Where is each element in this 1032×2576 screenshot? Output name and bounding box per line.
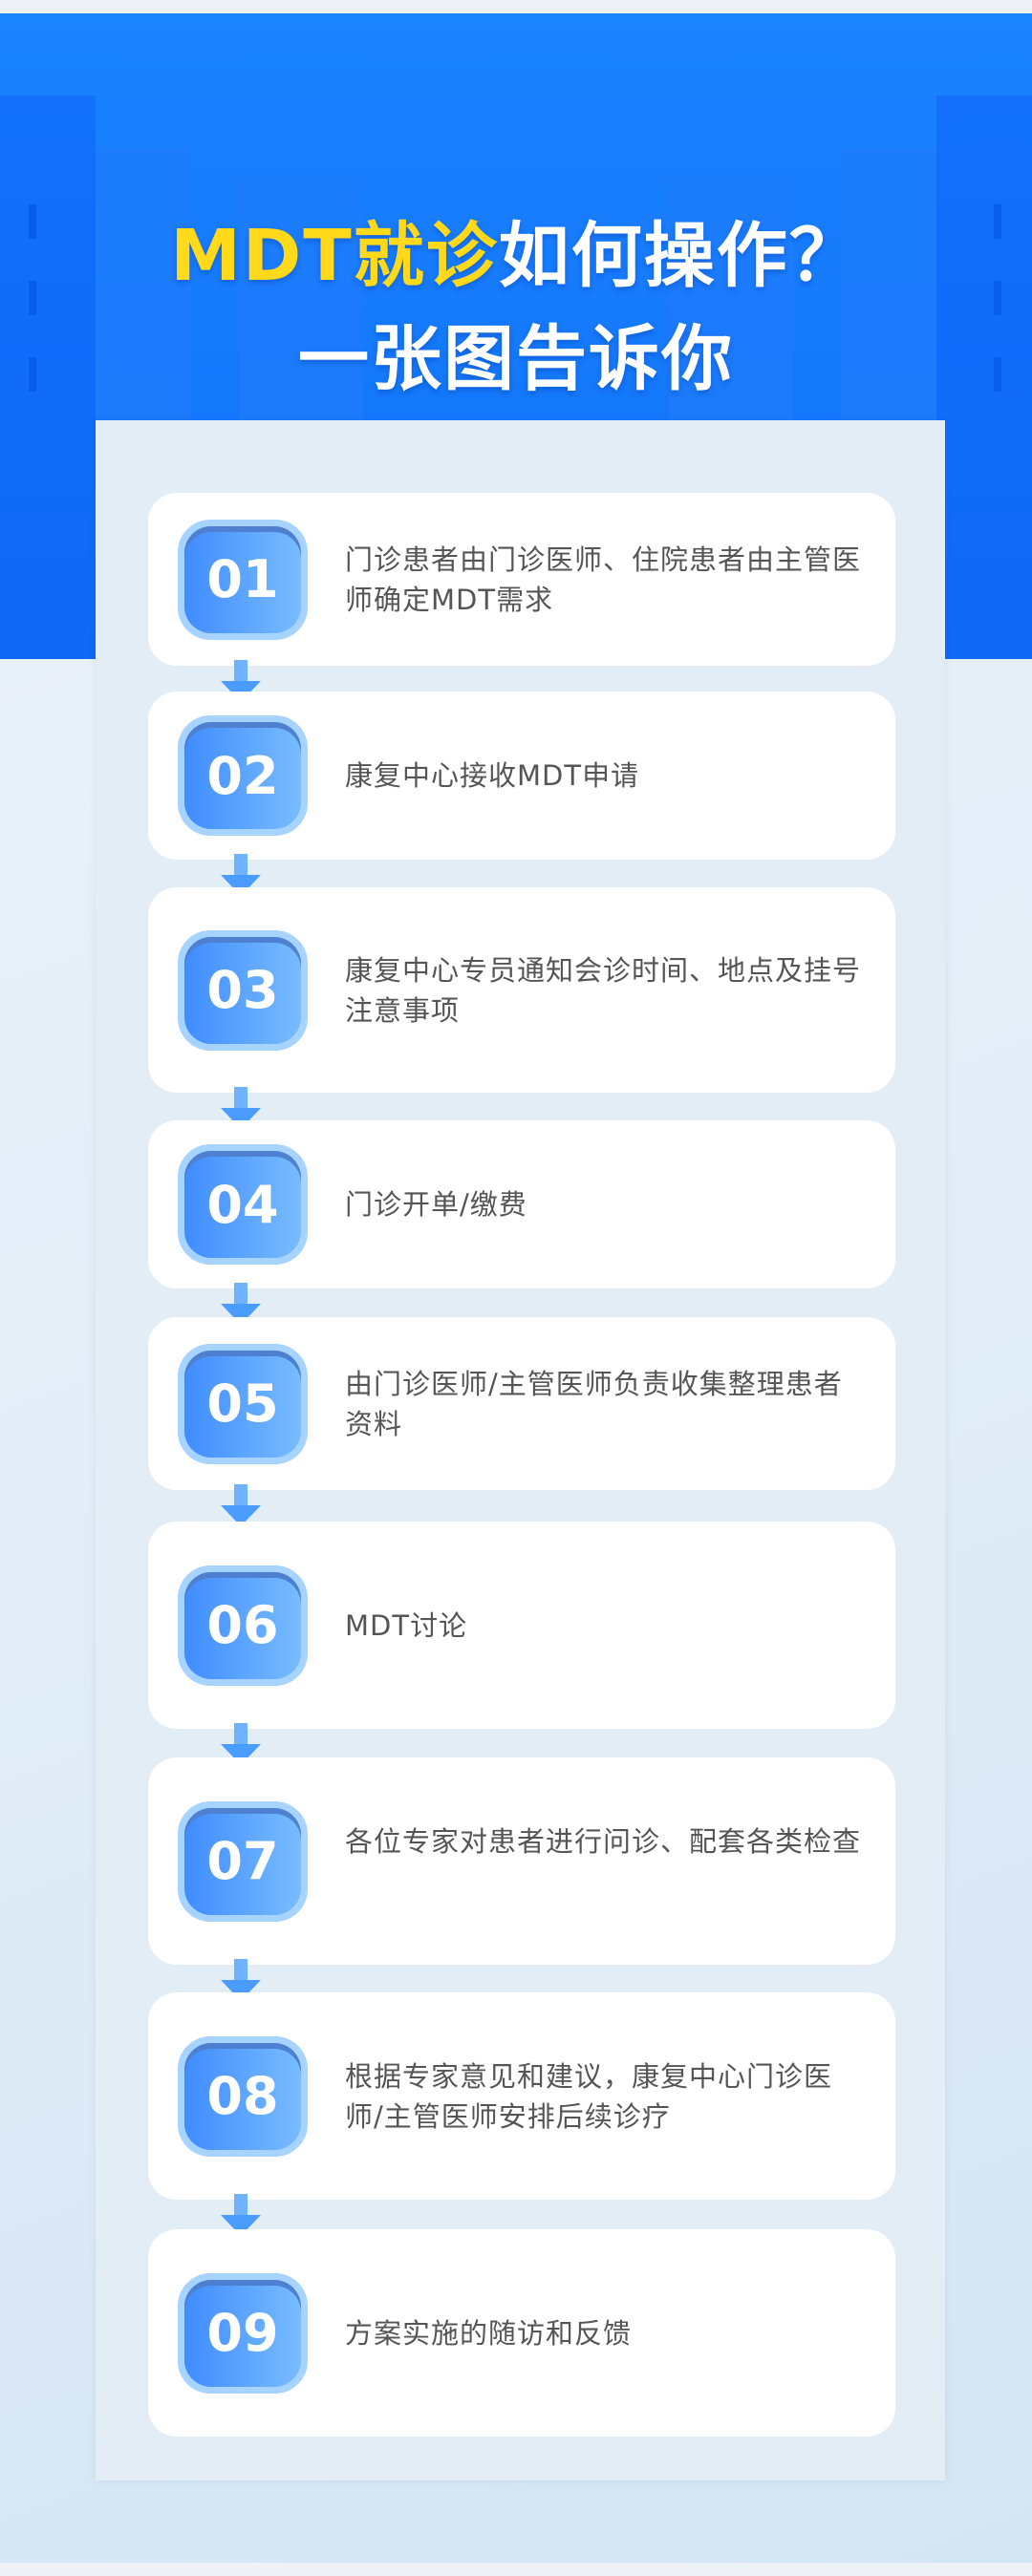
step-text: 方案实施的随访和反馈 [345,2316,633,2350]
step-number-badge: 07 [178,1800,308,1922]
step-number: 02 [184,722,301,829]
step-number-badge: 05 [178,1343,308,1464]
step-number-badge: 08 [178,2035,308,2157]
building-right [936,96,1032,659]
step-number-badge: 09 [178,2272,308,2394]
title-highlight: MDT就诊 [170,215,499,297]
title-rest: 如何操作？ [498,215,862,297]
step-card: 07 各位专家对患者进行问诊、配套各类检查 [148,1757,895,1965]
step-number: 07 [184,1807,301,1915]
step-number: 08 [184,2042,301,2150]
bottom-strip [0,2563,1032,2576]
step-number-badge: 06 [178,1565,308,1686]
step-number: 09 [184,2279,301,2387]
step-card: 01 门诊患者由门诊医师、住院患者由主管医师确定MDT需求 [148,493,895,666]
step-text: 康复中心接收MDT申请 [345,759,640,792]
step-text: 由门诊医师/主管医师负责收集整理患者资料 [345,1367,843,1440]
step-number: 04 [184,1151,301,1258]
arrow-down-icon [221,1484,261,1526]
step-text: 门诊患者由门诊医师、住院患者由主管医师确定MDT需求 [345,543,862,616]
step-number: 06 [184,1571,301,1679]
step-number-badge: 04 [178,1144,308,1265]
step-number: 05 [184,1350,301,1458]
step-card: 05 由门诊医师/主管医师负责收集整理患者资料 [148,1317,895,1490]
step-text: MDT讨论 [345,1608,468,1642]
building-left [0,96,96,659]
step-text: 康复中心专员通知会诊时间、地点及挂号注意事项 [345,953,862,1027]
step-card: 09 方案实施的随访和反馈 [148,2229,895,2437]
step-number: 01 [184,525,301,633]
page-title: MDT就诊如何操作？ 一张图告诉你 [0,204,1032,411]
step-card: 03 康复中心专员通知会诊时间、地点及挂号注意事项 [148,887,895,1093]
step-card: 02 康复中心接收MDT申请 [148,692,895,860]
step-card: 06 MDT讨论 [148,1522,895,1729]
step-text: 各位专家对患者进行问诊、配套各类检查 [345,1824,862,1858]
step-number-badge: 03 [178,929,308,1051]
step-number: 03 [184,936,301,1044]
step-card: 08 根据专家意见和建议，康复中心门诊医师/主管医师安排后续诊疗 [148,1992,895,2200]
title-line2: 一张图告诉你 [298,318,734,400]
step-text: 门诊开单/缴费 [345,1188,527,1221]
step-text: 根据专家意见和建议，康复中心门诊医师/主管医师安排后续诊疗 [345,2059,833,2133]
step-number-badge: 02 [178,715,308,836]
top-strip [0,0,1032,13]
step-card: 04 门诊开单/缴费 [148,1120,895,1288]
step-number-badge: 01 [178,519,308,640]
